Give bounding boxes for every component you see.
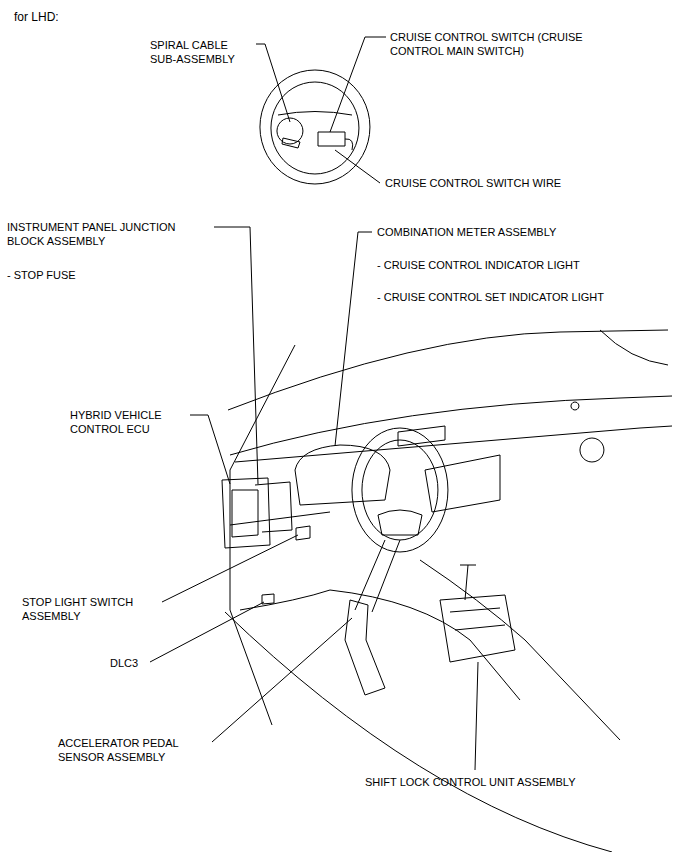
part-label: - CRUISE CONTROL INDICATOR LIGHT	[377, 258, 580, 272]
illustration-line	[345, 139, 353, 150]
illustration-line	[260, 70, 370, 184]
illustration-line	[420, 560, 620, 740]
illustration-line	[355, 540, 385, 610]
illustration-line	[295, 445, 390, 505]
part-label: ACCELERATOR PEDAL SENSOR ASSEMBLY	[58, 736, 208, 764]
leader-line	[475, 662, 478, 770]
leader-line	[330, 37, 386, 132]
illustration-line	[230, 396, 672, 455]
leader-line	[335, 232, 372, 446]
illustration-line	[230, 345, 295, 470]
leader-line	[256, 44, 290, 122]
part-label: - STOP FUSE	[7, 268, 76, 282]
part-label: INSTRUMENT PANEL JUNCTION BLOCK ASSEMBLY	[7, 220, 207, 248]
illustration-line	[232, 490, 258, 537]
leader-line	[150, 602, 264, 662]
illustration-line	[230, 512, 330, 525]
part-label: DLC3	[110, 656, 138, 670]
illustration-line	[450, 608, 505, 630]
illustration-line	[318, 132, 345, 146]
illustration-line	[372, 540, 400, 612]
illustration-line	[222, 478, 270, 548]
leader-line	[212, 618, 352, 742]
illustration-line	[271, 82, 359, 174]
illustration-line	[282, 138, 300, 148]
part-label: COMBINATION METER ASSEMBLY	[377, 225, 556, 239]
illustration-line	[440, 595, 515, 662]
illustration-line	[362, 440, 438, 540]
leader-line	[162, 535, 298, 602]
illustration-line	[378, 510, 422, 535]
illustration-line	[571, 402, 579, 410]
part-label: CRUISE CONTROL SWITCH (CRUISE CONTROL MA…	[390, 30, 615, 58]
illustration-line	[345, 600, 385, 695]
leader-line	[335, 150, 380, 183]
illustration-line	[398, 426, 445, 446]
illustration-line	[255, 482, 292, 532]
part-label: - CRUISE CONTROL SET INDICATOR LIGHT	[377, 290, 604, 304]
illustration-line	[580, 438, 604, 462]
illustration-line	[225, 612, 612, 852]
illustration-line	[228, 330, 668, 410]
illustration-line	[352, 428, 448, 552]
part-label: CRUISE CONTROL SWITCH WIRE	[385, 176, 561, 190]
illustration-line	[230, 470, 272, 725]
illustration-lines	[222, 70, 672, 852]
illustration-line	[330, 590, 520, 700]
part-label: STOP LIGHT SWITCH ASSEMBLY	[22, 595, 172, 623]
illustration-line	[278, 112, 352, 116]
diagram-title: for LHD:	[14, 10, 59, 24]
illustration-line	[235, 426, 672, 462]
leader-lines	[150, 37, 478, 770]
part-label: SPIRAL CABLE SUB-ASSEMBLY	[150, 38, 250, 66]
leader-line	[190, 415, 230, 484]
illustration-line	[600, 330, 668, 365]
part-label: SHIFT LOCK CONTROL UNIT ASSEMBLY	[365, 775, 575, 789]
illustration-line	[296, 526, 310, 540]
leader-line	[214, 227, 258, 484]
part-label: HYBRID VEHICLE CONTROL ECU	[70, 408, 185, 436]
illustration-line	[460, 565, 476, 600]
